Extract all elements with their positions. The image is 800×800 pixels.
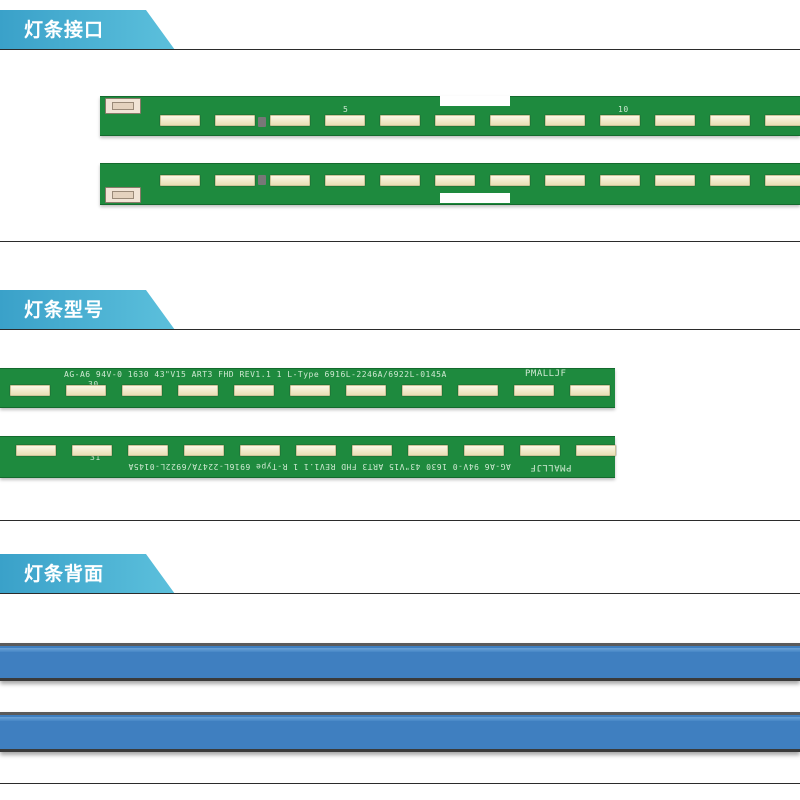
strip-back-shine (0, 717, 800, 721)
led-chip (72, 445, 112, 456)
led-chip (458, 385, 498, 396)
strip-notch (440, 96, 510, 106)
led-strip-4 (0, 436, 615, 478)
led-chip (215, 175, 255, 186)
led-chip (765, 115, 800, 126)
brand-top: PMALLJF (525, 369, 567, 379)
led-chip (710, 175, 750, 186)
connector (105, 187, 141, 203)
section-model: 灯条型号 AG-A6 94V-0 1630 43"V15 ART3 FHD RE… (0, 245, 800, 525)
led-chip (184, 445, 224, 456)
led-chip (296, 445, 336, 456)
led-chip (545, 115, 585, 126)
led-chip (514, 385, 554, 396)
led-chip (160, 115, 200, 126)
led-chip (66, 385, 106, 396)
strip-back-shine (0, 648, 800, 652)
led-chip (545, 175, 585, 186)
strip-notch (440, 193, 510, 203)
led-chip (160, 175, 200, 186)
divider-top (0, 329, 800, 330)
led-mark-5: 5 (343, 105, 349, 114)
divider-bottom (0, 520, 800, 521)
led-mark-10: 10 (618, 105, 629, 114)
divider-bottom (0, 241, 800, 242)
led-chip (122, 385, 162, 396)
led-chip (325, 115, 365, 126)
led-mark-31: 31 (90, 453, 101, 462)
led-mark-30: 30 (88, 380, 99, 389)
led-chip (576, 445, 616, 456)
led-chip (270, 175, 310, 186)
led-chip (408, 445, 448, 456)
strip-back-1 (0, 643, 800, 681)
led-chip (16, 445, 56, 456)
led-chip (128, 445, 168, 456)
led-chip (10, 385, 50, 396)
model-line-top: AG-A6 94V-0 1630 43"V15 ART3 FHD REV1.1 … (64, 370, 447, 379)
led-chip (380, 175, 420, 186)
led-chip (435, 115, 475, 126)
led-chip (352, 445, 392, 456)
connector (105, 98, 141, 114)
divider-bottom (0, 783, 800, 784)
led-chip (325, 175, 365, 186)
section-title-back: 灯条背面 (0, 554, 175, 594)
pad (258, 117, 266, 127)
brand-bottom: PMALLJF (530, 462, 572, 472)
led-chip (215, 115, 255, 126)
interface-photo: 5 10 (0, 50, 800, 240)
section-interface: 灯条接口 5 10 (0, 0, 800, 245)
led-chip (464, 445, 504, 456)
led-chip (178, 385, 218, 396)
led-chip (346, 385, 386, 396)
led-chip (655, 175, 695, 186)
section-back: 灯条背面 (0, 525, 800, 800)
led-chip (570, 385, 610, 396)
pad (258, 175, 266, 185)
led-chip (240, 445, 280, 456)
led-chip (765, 175, 800, 186)
led-chip (490, 175, 530, 186)
divider-top (0, 49, 800, 50)
led-chip (234, 385, 274, 396)
model-line-bottom: AG-A6 94V-0 1630 43"V15 ART3 FHD REV1.1 … (128, 462, 511, 471)
led-chip (490, 115, 530, 126)
strip-back-2 (0, 712, 800, 752)
led-chip (520, 445, 560, 456)
section-title-model: 灯条型号 (0, 290, 175, 330)
led-chip (600, 175, 640, 186)
divider-top (0, 593, 800, 594)
led-chip (290, 385, 330, 396)
led-chip (380, 115, 420, 126)
led-chip (710, 115, 750, 126)
model-photo: AG-A6 94V-0 1630 43"V15 ART3 FHD REV1.1 … (0, 330, 800, 520)
led-chip (600, 115, 640, 126)
led-chip (402, 385, 442, 396)
section-title-interface: 灯条接口 (0, 10, 175, 50)
led-chip (270, 115, 310, 126)
led-chip (655, 115, 695, 126)
led-chip (435, 175, 475, 186)
